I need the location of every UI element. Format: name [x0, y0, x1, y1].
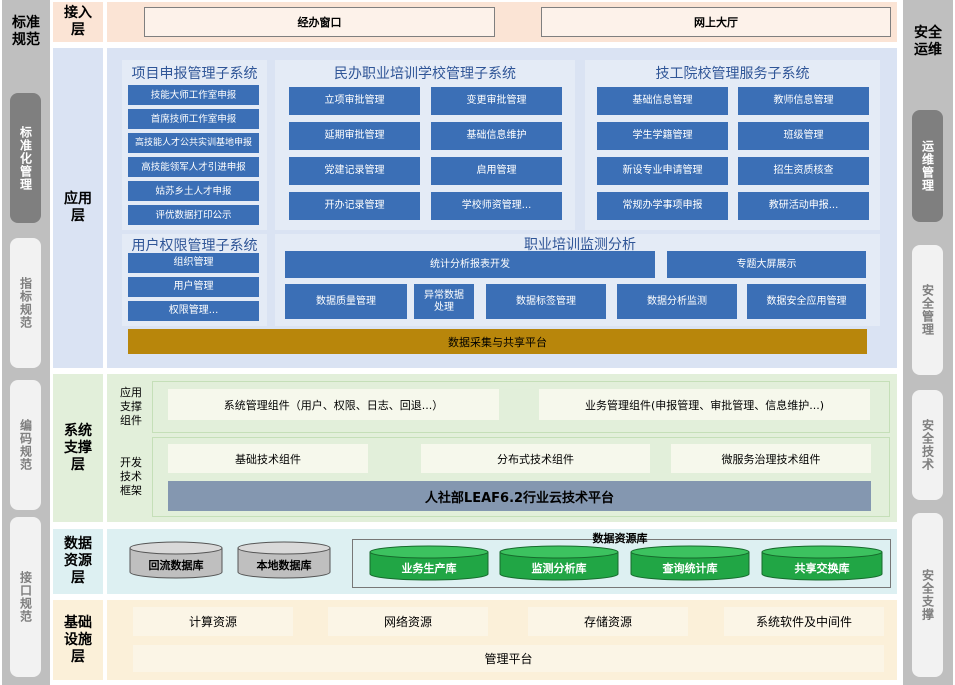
private-school-item[interactable]: 启用管理	[431, 157, 562, 185]
user-perm-item[interactable]: 权限管理...	[128, 301, 259, 321]
private-school-item[interactable]: 变更审批管理	[431, 87, 562, 115]
project-item[interactable]: 姑苏乡土人才申报	[128, 181, 259, 201]
project-subsystem-title: 项目申报管理子系统	[131, 66, 258, 82]
gray-db-cylinder[interactable]: 回流数据库	[129, 541, 223, 579]
infra-layer-label: 基础 设施 层	[53, 600, 103, 680]
distributed-tech-component[interactable]: 分布式技术组件	[421, 444, 650, 473]
standardization-management[interactable]: 标准化管理	[10, 93, 41, 223]
technical-school-item[interactable]: 新设专业申请管理	[597, 157, 728, 185]
green-db-cylinder[interactable]: 业务生产库	[369, 545, 489, 581]
system-mgmt-component[interactable]: 系统管理组件（用户、权限、日志、回退...）	[168, 389, 499, 420]
security-support[interactable]: 安全支撑	[912, 513, 943, 677]
user-perm-item[interactable]: 用户管理	[128, 277, 259, 297]
private-school-item[interactable]: 立项审批管理	[289, 87, 420, 115]
monitoring-title: 职业培训监测分析	[524, 237, 636, 253]
project-item[interactable]: 高技能领军人才引进申报	[128, 157, 259, 177]
system-software[interactable]: 系统软件及中间件	[724, 607, 884, 636]
app-support-label: 应用 支撑 组件	[120, 386, 142, 427]
standards-title: 标准 规范	[12, 15, 40, 48]
private-school-subsystem-title: 民办职业培训学校管理子系统	[334, 66, 516, 82]
exchange-db-label: 共享交换库	[794, 562, 850, 575]
storage-resource[interactable]: 存储资源	[528, 607, 688, 636]
private-school-item[interactable]: 学校师资管理...	[431, 192, 562, 220]
local-db-label: 本地数据库	[256, 559, 312, 572]
monitoring-item[interactable]: 专题大屏展示	[667, 251, 866, 278]
network-resource[interactable]: 网络资源	[328, 607, 488, 636]
coding-spec[interactable]: 编码规范	[10, 380, 41, 510]
security-ops-title: 安全 运维	[914, 25, 942, 58]
user-perm-subsystem-title: 用户权限管理子系统	[131, 238, 258, 254]
technical-school-subsystem-title: 技工院校管理服务子系统	[655, 66, 810, 82]
technical-school-item[interactable]: 班级管理	[738, 122, 869, 150]
project-item[interactable]: 评优数据打印公示	[128, 205, 259, 225]
technical-school-item[interactable]: 招生资质核查	[738, 157, 869, 185]
private-school-item[interactable]: 党建记录管理	[289, 157, 420, 185]
green-db-cylinder[interactable]: 共享交换库	[761, 545, 883, 581]
app-layer-label: 应用 层	[53, 48, 103, 368]
basic-tech-component[interactable]: 基础技术组件	[168, 444, 368, 473]
private-school-item[interactable]: 基础信息维护	[431, 122, 562, 150]
project-item[interactable]: 高技能人才公共实训基地申报	[128, 133, 259, 153]
online-hall-box[interactable]: 网上大厅	[541, 7, 891, 37]
data-layer-label: 数据 资源 层	[53, 529, 103, 594]
monitoring-db-label: 监测分析库	[531, 562, 587, 575]
monitoring-item[interactable]: 统计分析报表开发	[285, 251, 655, 278]
app-support-frame	[152, 381, 890, 433]
monitoring-item[interactable]: 异常数据 处理	[414, 284, 474, 319]
monitoring-item[interactable]: 数据质量管理	[285, 284, 407, 319]
access-layer-label: 接入 层	[53, 2, 103, 42]
dev-framework-label: 开发 技术 框架	[120, 456, 142, 497]
monitoring-item[interactable]: 数据标签管理	[486, 284, 606, 319]
handling-window-box[interactable]: 经办窗口	[144, 7, 495, 37]
reflow-db-label: 回流数据库	[148, 559, 204, 572]
project-item[interactable]: 技能大师工作室申报	[128, 85, 259, 105]
technical-school-item[interactable]: 教研活动申报...	[738, 192, 869, 220]
technical-school-item[interactable]: 常规办学事项申报	[597, 192, 728, 220]
private-school-item[interactable]: 延期审批管理	[289, 122, 420, 150]
dev-framework-frame	[152, 437, 890, 517]
monitoring-item[interactable]: 数据安全应用管理	[747, 284, 866, 319]
ops-management[interactable]: 运维管理	[912, 110, 943, 222]
monitoring-item[interactable]: 数据分析监测	[617, 284, 737, 319]
interface-spec[interactable]: 接口规范	[10, 517, 41, 677]
leaf-cloud-platform[interactable]: 人社部LEAF6.2行业云技术平台	[168, 481, 871, 511]
query-db-label: 查询统计库	[662, 562, 718, 575]
compute-resource[interactable]: 计算资源	[133, 607, 293, 636]
green-db-cylinder[interactable]: 监测分析库	[499, 545, 619, 581]
management-platform[interactable]: 管理平台	[133, 645, 884, 672]
gray-db-cylinder[interactable]: 本地数据库	[237, 541, 331, 579]
production-db-label: 业务生产库	[401, 562, 457, 575]
technical-school-item[interactable]: 基础信息管理	[597, 87, 728, 115]
technical-school-item[interactable]: 学生学籍管理	[597, 122, 728, 150]
data-collection-platform[interactable]: 数据采集与共享平台	[128, 329, 867, 354]
security-management[interactable]: 安全管理	[912, 245, 943, 375]
green-db-cylinder[interactable]: 查询统计库	[630, 545, 750, 581]
support-layer-label: 系统 支撑 层	[53, 374, 103, 522]
business-mgmt-component[interactable]: 业务管理组件(申报管理、审批管理、信息维护...)	[539, 389, 870, 420]
security-technology[interactable]: 安全技术	[912, 390, 943, 500]
technical-school-item[interactable]: 教师信息管理	[738, 87, 869, 115]
project-item[interactable]: 首席技师工作室申报	[128, 109, 259, 129]
private-school-item[interactable]: 开办记录管理	[289, 192, 420, 220]
microservice-tech-component[interactable]: 微服务治理技术组件	[671, 444, 871, 473]
indicator-spec[interactable]: 指标规范	[10, 238, 41, 368]
data-repo-title: 数据资源库	[592, 532, 648, 545]
user-perm-item[interactable]: 组织管理	[128, 253, 259, 273]
